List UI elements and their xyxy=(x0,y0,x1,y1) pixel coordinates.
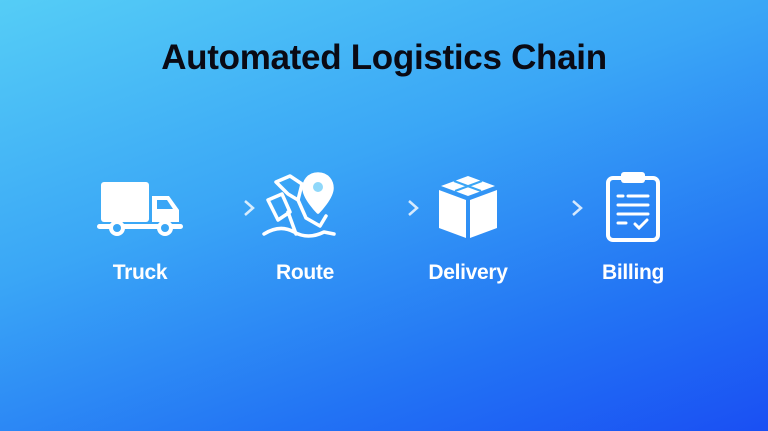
map-pin-icon xyxy=(262,172,336,238)
step-billing: Billing xyxy=(573,172,693,285)
step-label: Truck xyxy=(112,261,168,284)
step-delivery: Delivery xyxy=(408,172,528,285)
step-label: Route xyxy=(276,261,334,284)
clipboard-check-icon xyxy=(606,172,660,242)
arrow-icon xyxy=(187,200,255,216)
step-route: Route xyxy=(245,172,365,285)
diagram-title: Automated Logistics Chain xyxy=(161,38,607,77)
step-label: Billing xyxy=(601,261,665,284)
package-icon xyxy=(439,176,497,238)
step-truck: Truck xyxy=(80,172,200,285)
truck-icon xyxy=(97,182,183,236)
arrow-icon xyxy=(515,200,583,216)
step-label: Delivery xyxy=(428,261,508,284)
arrow-icon xyxy=(351,200,419,216)
